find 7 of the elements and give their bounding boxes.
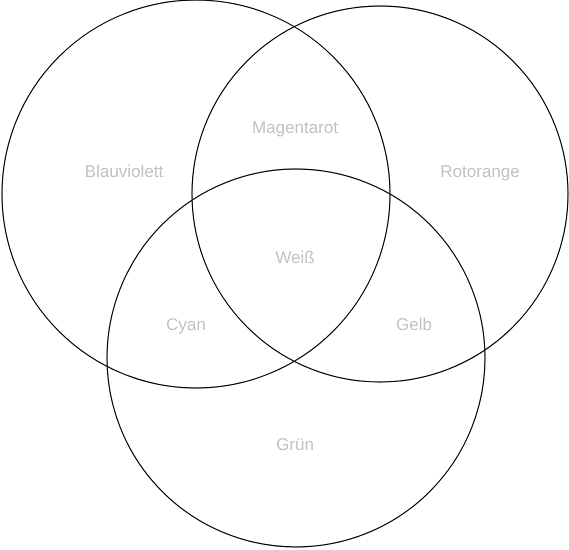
region-label: Rotorange [440,162,520,182]
region-label: Weiß [275,248,315,268]
region-label: Grün [276,435,314,455]
region-label: Cyan [166,315,206,335]
region-label: Gelb [396,315,432,335]
region-label: Blauviolett [84,162,164,182]
region-label: Magentarot [252,118,338,138]
